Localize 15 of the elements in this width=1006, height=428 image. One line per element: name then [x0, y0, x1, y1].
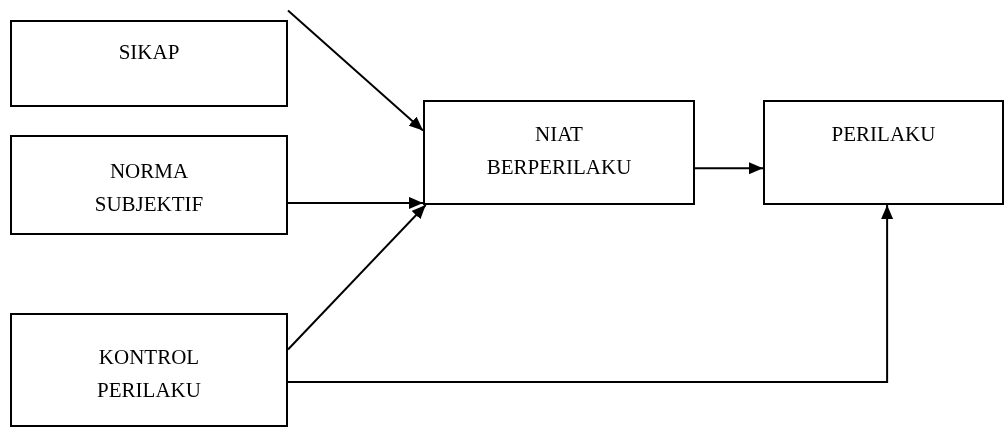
box-label: SIKAP	[117, 39, 181, 66]
box-label: PERILAKU	[830, 121, 937, 148]
process-box	[10, 135, 288, 235]
arrow	[287, 196, 424, 209]
box-label: NIAT BERPERILAKU	[485, 121, 633, 181]
arrow	[287, 204, 894, 384]
process-box	[423, 100, 695, 205]
box-label: KONTROL PERILAKU	[96, 344, 202, 404]
box-label: NORMA SUBJEKTIF	[93, 158, 205, 218]
arrow	[694, 162, 764, 175]
arrow	[287, 9, 424, 132]
arrow	[287, 204, 427, 351]
process-box	[763, 100, 1004, 205]
process-box	[10, 20, 288, 107]
process-box	[10, 313, 288, 427]
